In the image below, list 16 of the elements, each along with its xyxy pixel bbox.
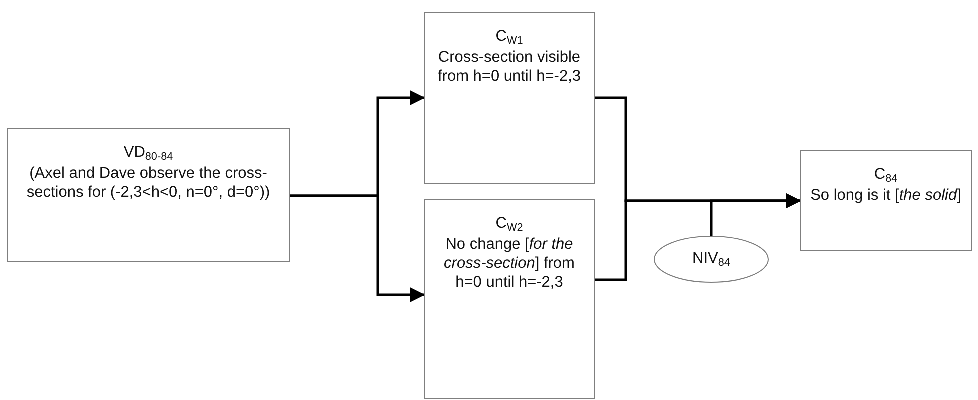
ellipse-node [654,236,769,283]
process-box [424,199,595,399]
node-text: No change [for the cross-section] from h=0 until h=-2,3 [443,235,576,292]
node-text: So long is it [the solid] [810,186,962,205]
arrow [290,194,426,302]
process-box [424,12,595,184]
node-heading: VD$_{80-84}$ [122,143,174,164]
node-text: Cross-section visible from h=0 until h=-2,3 [436,48,582,86]
node-text: NIV$_{84}$ [692,249,730,270]
node-heading: C$_{84}$ [873,165,899,186]
node-text: (Axel and Dave observe the cross-sections for (-2,3<h<0, n=0°, d=0°)) [26,164,272,202]
process-box [7,128,290,262]
node-heading: C$_{W1}$ [494,27,524,48]
node-heading: C$_{W2}$ [494,214,524,235]
process-box [800,150,972,251]
arrow [710,194,802,236]
